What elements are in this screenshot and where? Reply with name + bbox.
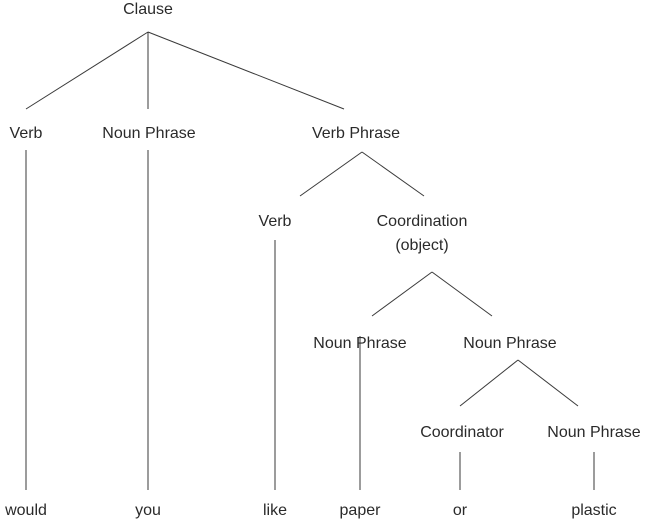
word-or: or (453, 502, 468, 519)
node-noun-phrase: Noun Phrase (102, 125, 195, 142)
word-like: like (263, 502, 287, 519)
tree-edges (25, 31, 595, 490)
node-verb: Verb (10, 125, 43, 142)
node-verb-phrase: Verb Phrase (312, 125, 400, 142)
node-noun-phrase-right: Noun Phrase (463, 335, 556, 352)
node-coordination-object: (object) (395, 237, 448, 254)
word-you: you (135, 502, 161, 519)
word-paper: paper (340, 502, 382, 519)
tree-leaf-words: would you like paper or plastic (4, 502, 617, 519)
edge-verb-phrase-verb (299, 151, 363, 197)
word-would: would (4, 502, 47, 519)
node-noun-phrase-bottom: Noun Phrase (547, 424, 640, 441)
node-verb-inner: Verb (259, 213, 292, 230)
edge-noun-phrase-noun-phrase (517, 359, 579, 407)
tree-node-labels: Clause Verb Noun Phrase Verb Phrase Verb… (10, 1, 641, 441)
edge-clause-verb (25, 31, 149, 110)
node-coordinator: Coordinator (420, 424, 504, 441)
word-plastic: plastic (571, 502, 616, 519)
edge-verb-phrase-coordination (361, 151, 425, 197)
edge-noun-phrase-coordinator (459, 359, 519, 407)
edge-coordination-noun-phrase-right (431, 271, 493, 317)
node-clause: Clause (123, 1, 173, 18)
node-noun-phrase-left: Noun Phrase (313, 335, 406, 352)
node-coordination: Coordination (377, 213, 468, 230)
edge-clause-verb-phrase (147, 31, 345, 110)
edge-coordination-noun-phrase-left (371, 271, 433, 317)
